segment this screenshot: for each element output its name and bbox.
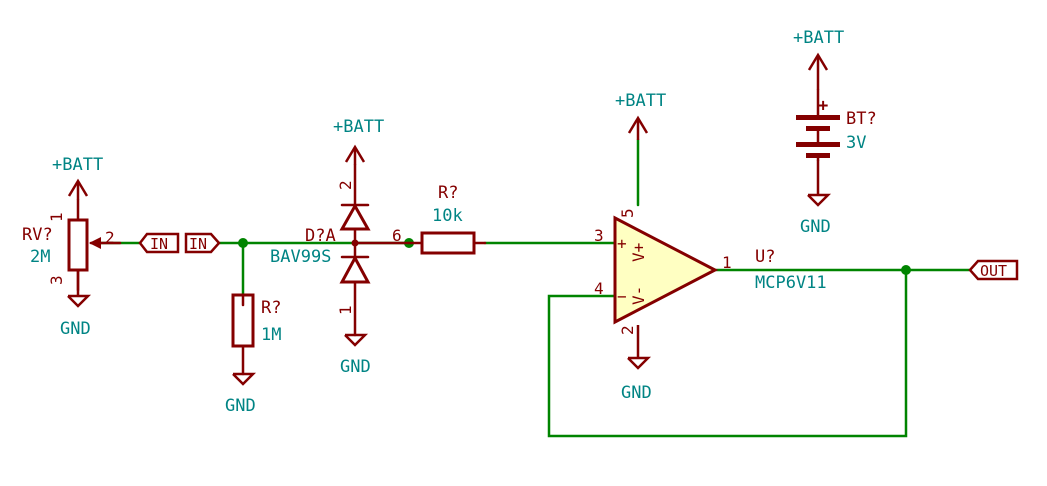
svg-text:3: 3 <box>594 226 604 245</box>
potentiometer-rv: 1 2 3 RV? 2M <box>22 198 122 292</box>
svg-text:2M: 2M <box>30 247 50 267</box>
svg-text:MCP6V11: MCP6V11 <box>755 273 827 293</box>
svg-text:1: 1 <box>47 212 66 222</box>
svg-text:+: + <box>617 234 627 253</box>
svg-text:R?: R? <box>261 298 281 318</box>
svg-text:V+: V+ <box>629 243 648 262</box>
svg-text:6: 6 <box>392 226 402 245</box>
power-gnd-diode: GND <box>340 333 371 377</box>
svg-text:+BATT: +BATT <box>793 28 844 48</box>
power-gnd-resistor: GND <box>225 372 257 416</box>
opamp-body <box>613 215 719 325</box>
svg-text:−: − <box>617 287 627 306</box>
svg-text:GND: GND <box>621 383 652 403</box>
svg-text:3V: 3V <box>846 133 866 153</box>
junction-dot <box>238 238 248 248</box>
svg-text:+BATT: +BATT <box>52 155 103 175</box>
power-batt-battery: +BATT <box>793 28 844 90</box>
resistor-10k: R? 10k <box>407 183 487 255</box>
svg-text:GND: GND <box>60 319 91 339</box>
svg-text:2: 2 <box>336 180 355 190</box>
svg-text:1: 1 <box>336 305 355 315</box>
svg-text:OUT: OUT <box>980 262 1007 280</box>
svg-text:U?: U? <box>755 247 775 267</box>
svg-text:4: 4 <box>594 279 604 298</box>
wires <box>98 138 972 438</box>
power-gnd-battery: GND <box>800 160 832 237</box>
svg-text:2: 2 <box>105 228 115 247</box>
svg-text:IN: IN <box>150 235 168 253</box>
net-label-in-input: IN <box>184 232 221 254</box>
svg-text:GND: GND <box>225 396 256 416</box>
power-batt-opamp: +BATT <box>615 91 666 140</box>
svg-text:2: 2 <box>618 325 637 335</box>
svg-text:1M: 1M <box>261 325 281 345</box>
net-label-out: OUT <box>968 259 1019 281</box>
svg-text:D?A: D?A <box>305 226 336 246</box>
diode-bav99s: 2 1 6 D?A BAV99S <box>270 163 411 337</box>
svg-text:5: 5 <box>618 208 637 218</box>
resistor-1m: R? 1M <box>231 293 281 376</box>
svg-text:3: 3 <box>47 275 66 285</box>
svg-text:1: 1 <box>722 253 732 272</box>
junction-dot <box>901 265 911 275</box>
svg-text:GND: GND <box>800 217 831 237</box>
svg-text:IN: IN <box>189 235 207 253</box>
svg-text:BT?: BT? <box>846 109 877 129</box>
power-batt-pot: +BATT <box>52 155 103 200</box>
potentiometer-body <box>67 218 89 272</box>
svg-text:+: + <box>818 96 828 116</box>
svg-text:+BATT: +BATT <box>333 117 384 137</box>
svg-text:RV?: RV? <box>22 225 53 245</box>
svg-text:10k: 10k <box>432 206 463 226</box>
svg-text:BAV99S: BAV99S <box>270 247 331 267</box>
power-gnd-opamp: GND <box>621 325 652 403</box>
svg-text:+BATT: +BATT <box>615 91 666 111</box>
opamp-mcp6v11: + − V+ V- 3 4 5 2 1 U? MCP6V11 <box>594 208 827 335</box>
svg-text:GND: GND <box>340 357 371 377</box>
net-label-in-output: IN <box>138 232 180 254</box>
wire-feedback <box>547 268 908 438</box>
battery-bt: + BT? 3V <box>796 88 877 162</box>
wiper-arrow-icon <box>89 237 101 249</box>
svg-text:V-: V- <box>629 286 648 305</box>
power-batt-diode: +BATT <box>333 117 384 165</box>
svg-text:R?: R? <box>438 183 458 203</box>
